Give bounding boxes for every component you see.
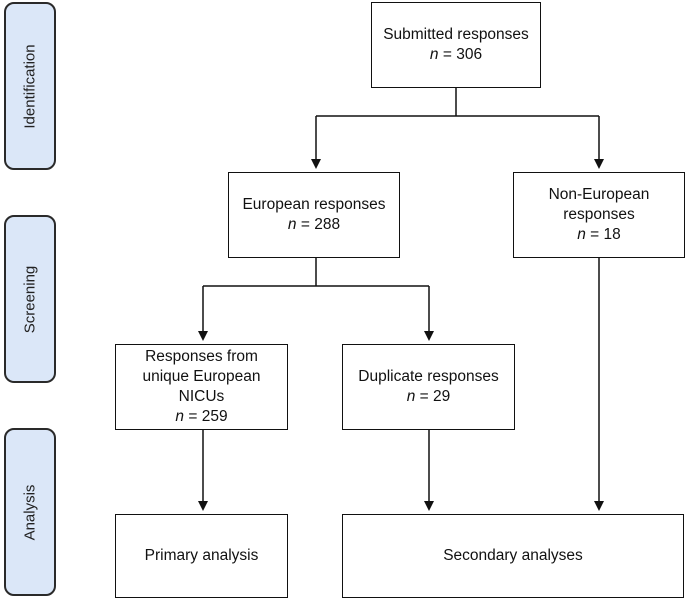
connector-submitted-split: [316, 87, 599, 117]
node-text: Secondary analyses: [443, 547, 583, 564]
connector-european-split: [203, 257, 429, 287]
node-text: Duplicate responses: [358, 368, 499, 385]
node-non-european-responses: Non-European responses n = 18: [513, 172, 685, 258]
node-text: European responses: [242, 196, 386, 213]
node-primary-analysis: Primary analysis: [115, 514, 288, 598]
node-text: responses: [563, 206, 635, 223]
node-european-responses: European responses n = 288: [228, 172, 400, 258]
node-text: NICUs: [178, 388, 225, 405]
node-text: Submitted responses: [383, 26, 529, 43]
node-count: n = 306: [429, 46, 483, 63]
node-count: n = 288: [287, 216, 341, 233]
node-secondary-analyses: Secondary analyses: [342, 514, 684, 598]
phase-screening: Screening: [4, 215, 56, 383]
phase-analysis: Analysis: [4, 428, 56, 596]
node-count: n = 18: [577, 226, 621, 243]
node-count: n = 259: [175, 408, 228, 425]
node-duplicate-responses: Duplicate responses n = 29: [342, 344, 515, 430]
node-text: Responses from: [145, 348, 258, 365]
node-submitted-responses: Submitted responses n = 306: [371, 2, 541, 88]
phase-identification: Identification: [4, 2, 56, 170]
node-text: Non-European: [548, 186, 650, 203]
node-count: n = 29: [406, 388, 451, 405]
node-unique-european-nicus: Responses from unique European NICUs n =…: [115, 344, 288, 430]
node-text: unique European: [142, 368, 261, 385]
node-text: Primary analysis: [144, 547, 259, 564]
